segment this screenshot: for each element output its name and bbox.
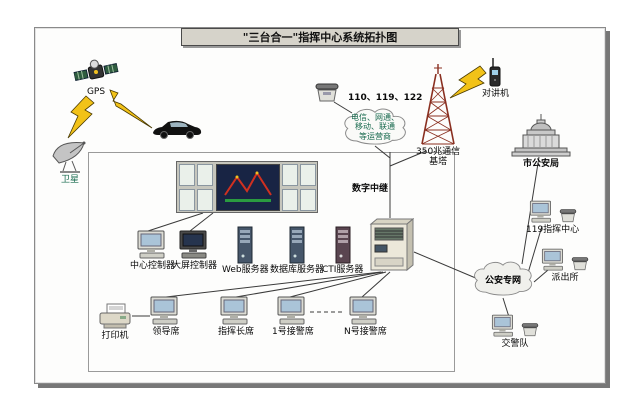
gps-label: GPS [86, 87, 106, 97]
psb-label: 市公安局 [522, 159, 559, 169]
printer-icon [99, 303, 131, 329]
119-center-label: 119指挥中心 [526, 225, 580, 235]
node-police-station: 派出所 [540, 248, 590, 283]
phone-icon [571, 257, 589, 271]
digital-trunk-label: 数字中继 [352, 184, 389, 194]
command-center-boundary [88, 152, 455, 372]
screen-controller-label: 大屏控制器 [172, 261, 218, 271]
node-police-net: 公安专网 [470, 256, 536, 302]
node-cti-server: CTI服务器 [322, 226, 363, 275]
computer-icon [277, 296, 305, 325]
node-commander-seat: 指挥长席 [218, 296, 254, 337]
cloud-icon [344, 108, 406, 145]
station-icons [540, 248, 590, 272]
phone-icon [315, 83, 339, 102]
diagram-title-bar: "三台合一"指挥中心系统拓扑图 [181, 28, 459, 46]
police-net-label: 公安专网 [484, 275, 521, 286]
traffic-label: 交警队 [501, 339, 529, 349]
gps-satellite-icon [73, 59, 119, 82]
node-seat-n: N号接警席 [344, 296, 387, 337]
computer-icon [529, 200, 551, 223]
computer-icon [179, 230, 206, 259]
leader-seat-label: 领导席 [152, 327, 180, 337]
node-trunk-phone [312, 82, 342, 104]
node-center-controller: 中心控制器 [130, 230, 175, 271]
station-label: 派出所 [551, 273, 579, 283]
computer-icon [220, 296, 248, 325]
traffic-icons [490, 314, 540, 338]
node-car [150, 118, 204, 140]
computer-icon [541, 248, 563, 271]
page-title: "三台合一"指挥中心系统拓扑图 [242, 31, 398, 44]
server-icon [237, 226, 253, 264]
wall-chart-icon [224, 171, 272, 202]
government-building-icon [511, 114, 571, 157]
node-seat-1: 1号接警席 [272, 296, 314, 337]
node-carrier-cloud: 电信、网通、 移动、联通 等运营商 [340, 103, 410, 151]
seat-1-label: 1号接警席 [272, 327, 314, 337]
node-screen-controller: 大屏控制器 [172, 230, 217, 271]
node-printer: 打印机 [98, 302, 132, 341]
db-server-label: 数据库服务器 [270, 265, 325, 275]
car-icon [153, 120, 202, 139]
wall-screen [282, 164, 298, 186]
display-wall [176, 161, 318, 213]
radio-tower-icon [421, 64, 455, 145]
carrier-cloud-label: 电信、网通、 移动、联通 等运营商 [351, 112, 399, 141]
computer-icon [150, 296, 178, 325]
119-icons [528, 200, 578, 224]
node-walkie-talkie: 对讲机 [482, 58, 509, 99]
cloud-icon [474, 261, 533, 296]
wall-screen [282, 189, 298, 211]
walkie-talkie-icon [489, 58, 500, 87]
wall-screen [300, 189, 316, 211]
center-controller-label: 中心控制器 [130, 261, 176, 271]
phone-icon [559, 209, 576, 223]
node-trunk-cabinet [368, 218, 414, 274]
node-gps: GPS [73, 58, 119, 97]
server-icon [289, 226, 305, 264]
web-server-label: Web服务器 [222, 265, 269, 275]
trunk-cabinet-icon [369, 218, 414, 272]
lightning-bolts [67, 65, 487, 139]
tower-label: 350兆通信 基塔 [416, 147, 461, 168]
seat-n-label: N号接警席 [344, 327, 387, 337]
node-psb-building: 市公安局 [510, 114, 572, 169]
printer-label: 打印机 [101, 331, 129, 341]
computer-icon [491, 314, 513, 337]
node-traffic-police: 交警队 [490, 314, 540, 349]
lightning-bolt [109, 89, 153, 129]
node-119-center: 119指挥中心 [526, 200, 579, 235]
wall-screen [179, 189, 195, 211]
satellite-label: 卫星 [60, 175, 79, 185]
node-leader-seat: 领导席 [148, 296, 184, 337]
lightning-bolt [67, 95, 95, 139]
trunk-numbers-label: 110、119、122 [348, 93, 423, 103]
node-db-server: 数据库服务器 [270, 226, 324, 275]
wall-screen [179, 164, 195, 186]
node-radio-tower: 350兆通信 基塔 [416, 64, 460, 168]
wall-screen [300, 164, 316, 186]
cti-server-label: CTI服务器 [322, 265, 364, 275]
lightning-bolt [449, 65, 487, 99]
computer-icon [137, 230, 164, 259]
server-icon [335, 226, 351, 264]
node-satellite-dish: 卫星 [50, 136, 90, 185]
node-web-server: Web服务器 [222, 226, 269, 275]
walkie-label: 对讲机 [482, 89, 510, 99]
computer-icon [349, 296, 377, 325]
wall-screen [197, 164, 213, 186]
wall-main-screen [216, 164, 280, 211]
commander-seat-label: 指挥长席 [218, 327, 255, 337]
satellite-dish-icon [52, 141, 86, 173]
wall-screen [197, 189, 213, 211]
phone-icon [521, 323, 539, 337]
